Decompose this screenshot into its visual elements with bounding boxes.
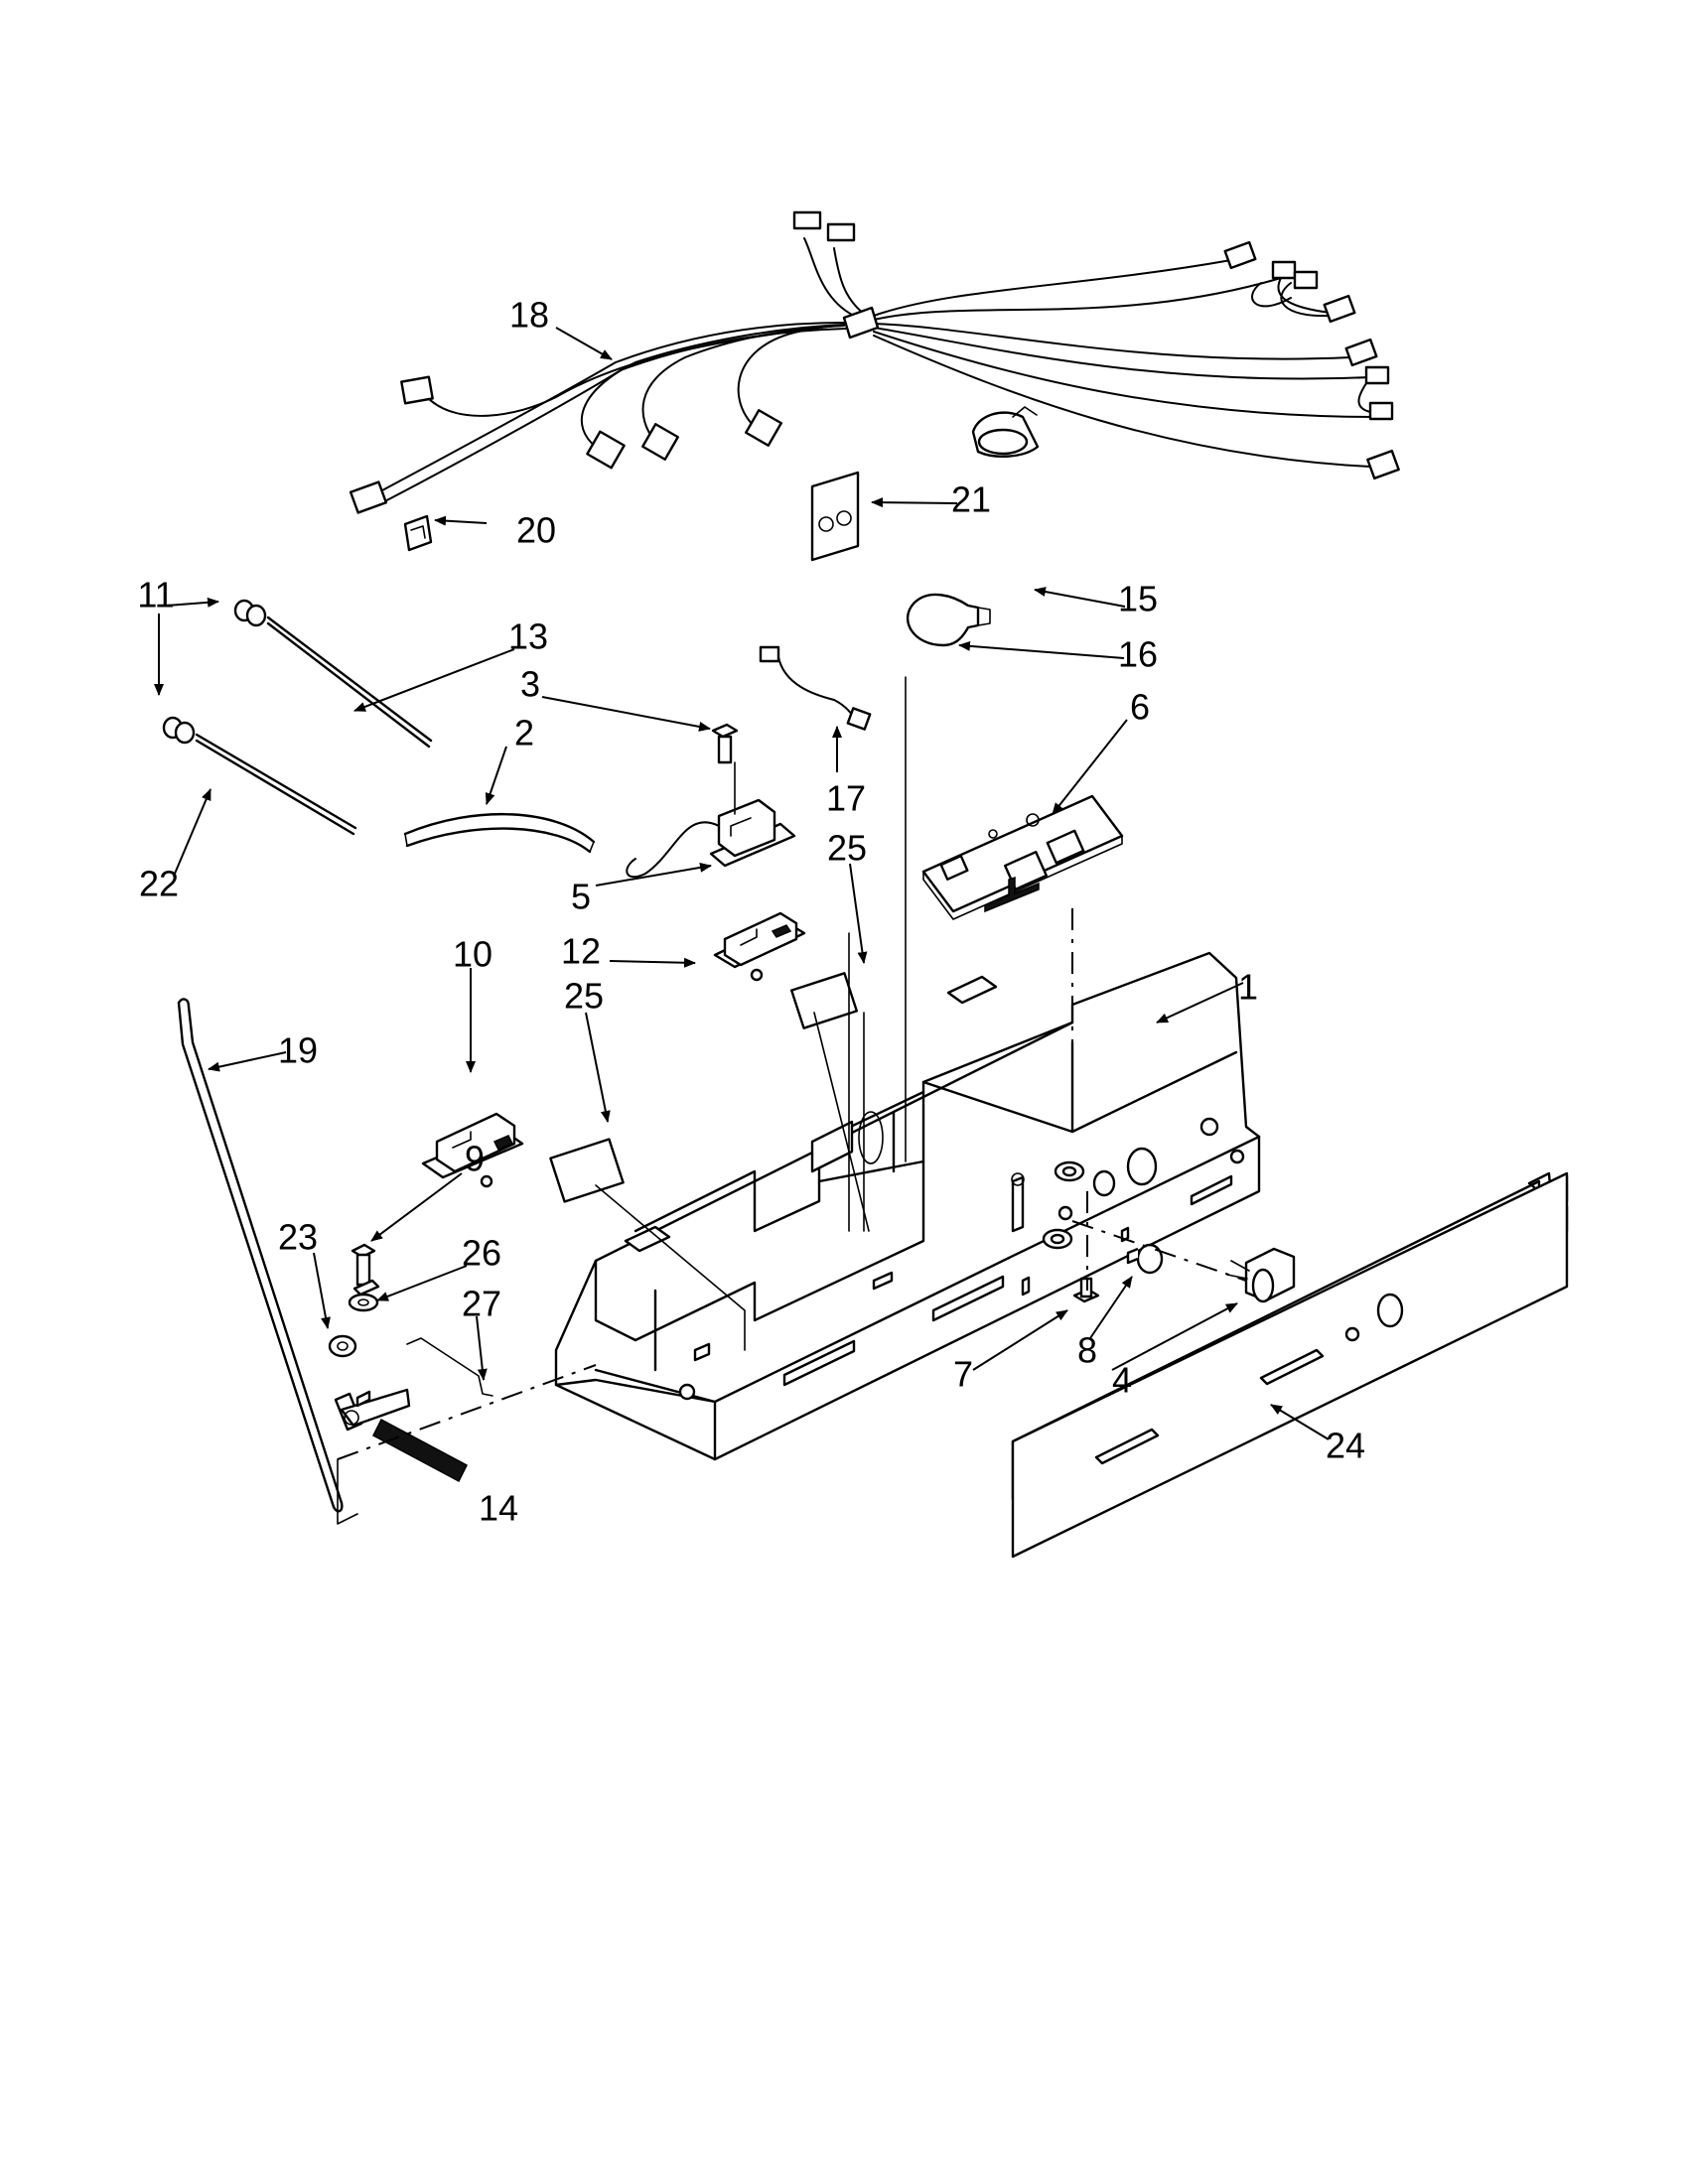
control-board [921,794,1124,920]
callout-c25b: 25 [564,976,604,1017]
callout-labels: 1234567891011121314151617181920212223242… [137,295,1365,1529]
hinge-hardware [328,1243,493,1483]
callout-c17: 17 [826,778,866,819]
button-cap [1126,1243,1164,1275]
callout-c15: 15 [1118,579,1158,619]
assembly-lines [337,676,1247,1525]
callout-c21: 21 [951,479,991,520]
callout-c14: 14 [479,1488,518,1529]
switch-assembly [626,798,796,879]
callout-c12: 12 [561,931,601,972]
callout-c9: 9 [465,1139,485,1179]
sensor-board-upper [713,911,806,982]
callout-c3: 3 [520,664,540,705]
trim-strip [1011,1171,1569,1559]
screw [711,723,739,764]
callout-c5: 5 [571,877,591,917]
light-bulb [906,593,991,647]
thermostat-knob [1226,1247,1296,1303]
callout-c10: 10 [453,934,492,975]
tubes [162,599,433,836]
label-upper [789,972,859,1029]
callout-c23: 23 [278,1217,318,1258]
light-socket [971,406,1040,458]
jumper-wire [759,645,872,731]
callout-c4: 4 [1112,1360,1132,1401]
callout-c25a: 25 [827,828,867,869]
callout-c11: 11 [137,575,174,615]
callout-c18: 18 [509,295,549,336]
drain-tube [403,812,596,854]
foam-pad [810,471,860,562]
callout-c6: 6 [1130,687,1150,728]
callout-c8: 8 [1077,1330,1097,1371]
callout-c1: 1 [1238,967,1258,1008]
callout-c27: 27 [462,1284,501,1324]
callout-c19: 19 [278,1030,318,1071]
callout-c16: 16 [1118,634,1158,675]
callout-c24: 24 [1326,1426,1365,1466]
leader-lines [154,327,1330,1440]
callout-c22: 22 [139,864,179,904]
callout-c13: 13 [508,616,548,657]
callout-c2: 2 [514,713,534,753]
hinge-rod [177,998,344,1513]
callout-c7: 7 [953,1354,973,1395]
callout-c20: 20 [516,510,556,551]
label-lower [549,1138,625,1203]
wire-clip [403,514,433,552]
sensor-board-lower [421,1112,524,1188]
wire-harness [349,210,1400,514]
callout-c26: 26 [462,1233,501,1274]
